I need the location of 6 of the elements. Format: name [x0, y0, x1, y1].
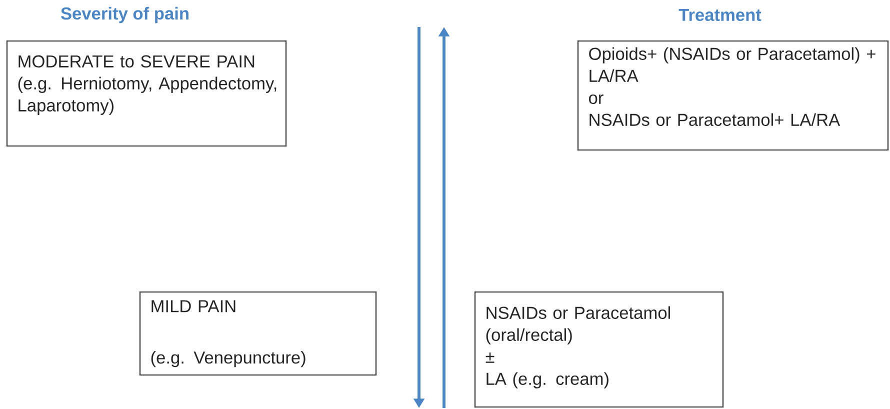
text-box: Opioids+ (NSAIDs or Paracetamol) + LA/RA or NSAIDs or Paracetamol+ LA/RA: [577, 40, 889, 151]
text-box: MILD PAIN (e.g. Venepuncture): [139, 291, 377, 376]
text-box: MODERATE to SEVERE PAIN (e.g. Herniotomy, Appendectomy, Laparotomy): [6, 40, 287, 147]
text-box: NSAIDs or Paracetamol (oral/rectal) ± LA (e.g. cream): [474, 291, 724, 408]
column-heading: Severity of pain: [60, 6, 188, 24]
column-heading: Treatment: [678, 8, 762, 22]
